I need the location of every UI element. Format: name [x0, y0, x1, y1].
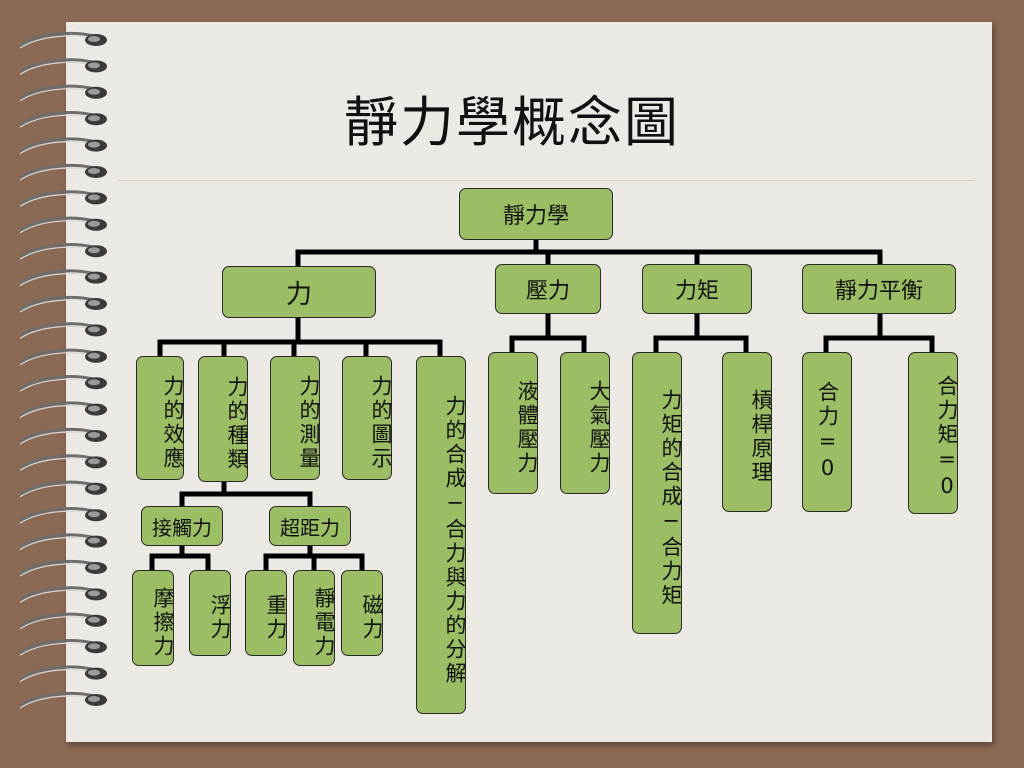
coil-loop [19, 454, 107, 471]
coil-loop [19, 375, 107, 392]
node-statics: 靜力學 [459, 188, 613, 240]
node-force-composition: 力的合成─合力與力的分解 [416, 356, 467, 714]
coil-loop [19, 691, 107, 709]
coil-loop [19, 163, 107, 181]
node-air-pressure: 大氣壓力 [560, 352, 611, 494]
coil-loop [19, 559, 107, 577]
node-friction: 摩擦力 [132, 570, 175, 666]
node-contact-force: 接觸力 [141, 506, 223, 546]
coil-loop [19, 322, 107, 339]
node-force-effect: 力的效應 [136, 356, 185, 480]
coil-loop [19, 427, 107, 445]
node-gravity: 重力 [245, 570, 288, 656]
spiral-coils-svg [19, 31, 107, 709]
coil-loop [19, 111, 107, 128]
coil-loop [19, 216, 107, 234]
node-net-force-zero: 合力=0 [802, 352, 852, 512]
coil-loop [19, 243, 107, 260]
node-net-torque-zero: 合力矩=0 [908, 352, 959, 514]
coil-loop [19, 401, 107, 419]
node-force-diagram: 力的圖示 [342, 356, 393, 480]
node-torque: 力矩 [642, 264, 752, 314]
node-noncontact-force: 超距力 [269, 506, 351, 546]
coil-loop [19, 665, 107, 683]
node-liquid-pressure: 液體壓力 [488, 352, 539, 494]
coil-loop [19, 295, 107, 313]
node-magnetic: 磁力 [341, 570, 384, 656]
node-pressure: 壓力 [495, 264, 601, 314]
coil-loop [19, 31, 107, 49]
coil-loop [19, 639, 107, 656]
page-title: 靜力學概念圖 [344, 91, 680, 154]
node-force: 力 [222, 266, 376, 318]
node-buoyancy: 浮力 [189, 570, 232, 656]
coil-loop [19, 480, 107, 498]
coil-loop [19, 137, 107, 155]
coil-loop [19, 269, 107, 287]
title-divider [118, 180, 974, 181]
coil-loop [19, 84, 107, 102]
node-torque-composition: 力矩的合成─合力矩 [632, 352, 683, 634]
coil-loop [19, 612, 107, 630]
coil-loop [19, 190, 107, 207]
coil-loop [19, 507, 107, 524]
node-force-measure: 力的測量 [270, 356, 321, 480]
node-electrostatic: 靜電力 [293, 570, 336, 666]
node-equilibrium: 靜力平衡 [802, 264, 956, 314]
coil-loop [19, 533, 107, 551]
node-force-types: 力的種類 [198, 356, 249, 482]
coil-loop [19, 58, 107, 75]
coil-loop [19, 348, 107, 366]
node-lever-principle: 槓桿原理 [722, 352, 773, 512]
coil-loop [19, 586, 107, 603]
